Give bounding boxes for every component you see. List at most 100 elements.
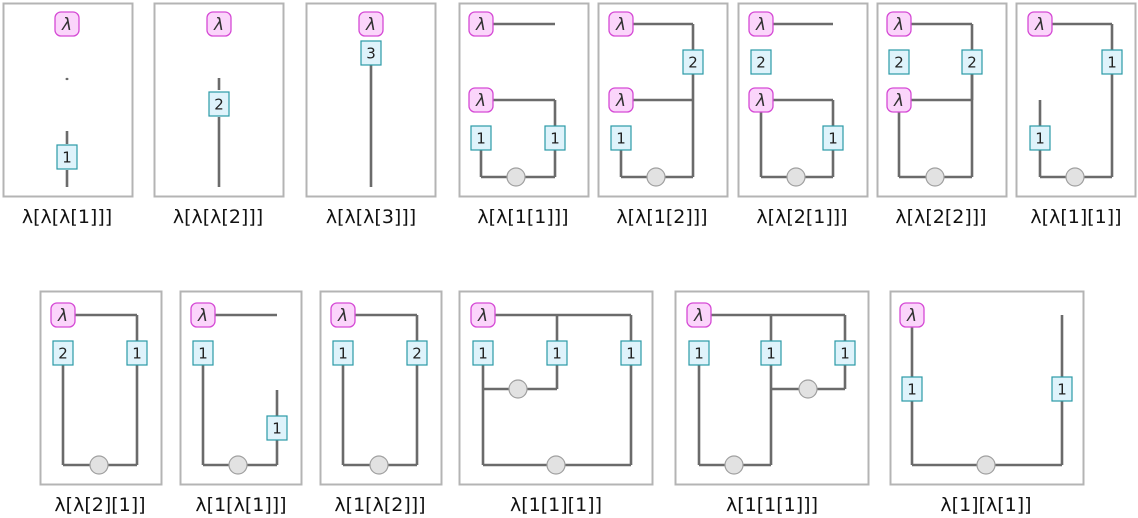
junction-node (925, 167, 945, 187)
panel-caption: λ[λ[λ[2]]] (173, 206, 263, 228)
lambda-symbol: λ (475, 91, 486, 111)
index-tag-box (760, 340, 782, 366)
diagram-panel: λ 2 λ[λ[λ[2]]] (153, 2, 285, 228)
index-tag-box (1029, 125, 1051, 151)
index-tag: 1 (760, 340, 782, 366)
junction-node (1065, 167, 1085, 187)
index-tag-label: 1 (626, 345, 636, 363)
panel-caption: λ[λ[1][1]] (1030, 206, 1121, 228)
index-tag: 1 (834, 340, 856, 366)
index-tag-label: 2 (894, 54, 904, 72)
lambda-tag: λ (899, 302, 925, 328)
index-tag-label: 1 (907, 381, 917, 399)
wire-dot (65, 77, 69, 81)
index-tag: 1 (1051, 376, 1073, 402)
panel-caption: λ[1[1][1]] (510, 494, 602, 516)
lambda-symbol: λ (365, 15, 376, 35)
lambda-tag: λ (468, 87, 494, 113)
lambda-symbol: λ (61, 15, 72, 35)
panel-caption: λ[1[λ[2]]] (334, 494, 425, 516)
lambda-symbol: λ (755, 15, 766, 35)
index-tag: 1 (544, 125, 566, 151)
lambda-symbol: λ (693, 306, 704, 326)
lambda-tag: λ (748, 87, 774, 113)
lambda-symbol: λ (893, 91, 904, 111)
index-tag-label: 1 (272, 420, 282, 438)
lambda-symbol: λ (213, 15, 224, 35)
junction-node (228, 455, 248, 475)
lambda-tag-box (748, 87, 774, 113)
lambda-symbol: λ (197, 306, 208, 326)
lambda-tag-box (54, 11, 80, 37)
lambda-tag-box (358, 11, 384, 37)
lambda-tag: λ (190, 302, 216, 328)
index-tag-box (332, 340, 354, 366)
index-tag: 2 (52, 340, 74, 366)
index-tag-label: 1 (1057, 381, 1067, 399)
index-tag-label: 1 (1107, 54, 1117, 72)
index-tag: 1 (822, 125, 844, 151)
junction-node (546, 455, 566, 475)
index-tag-box (961, 49, 983, 75)
index-tag: 1 (126, 340, 148, 366)
index-tag-box (688, 340, 710, 366)
panel-caption: λ[λ[2[1]]] (756, 206, 847, 228)
lambda-tag-box (50, 302, 76, 328)
index-tag-box (544, 125, 566, 151)
lambda-symbol: λ (477, 306, 488, 326)
index-tag: 2 (406, 340, 428, 366)
index-tag-box (192, 340, 214, 366)
junction-node (786, 167, 806, 187)
lambda-tag-box (886, 11, 912, 37)
lambda-tag-box (608, 87, 634, 113)
index-tag-label: 1 (550, 130, 560, 148)
index-tag-label: 1 (132, 345, 142, 363)
lambda-tag-box (468, 87, 494, 113)
index-tag-box (834, 340, 856, 366)
lambda-tag: λ (748, 11, 774, 37)
index-tag-label: 2 (214, 96, 224, 114)
index-tag-box (1101, 49, 1123, 75)
lambda-symbol: λ (906, 306, 917, 326)
index-tag-label: 2 (967, 54, 977, 72)
index-tag-label: 2 (756, 54, 766, 72)
index-tag-box (546, 340, 568, 366)
index-tag: 1 (620, 340, 642, 366)
lambda-tag-box (886, 87, 912, 113)
index-tag-label: 1 (616, 130, 626, 148)
index-tag: 2 (208, 91, 230, 117)
junction-node (369, 455, 389, 475)
index-tag-box (470, 125, 492, 151)
lambda-tag: λ (608, 87, 634, 113)
lambda-tag-box (686, 302, 712, 328)
lambda-tag: λ (470, 302, 496, 328)
index-tag-box (472, 340, 494, 366)
junction-node (976, 455, 996, 475)
junction-node (506, 167, 526, 187)
index-tag-box (750, 49, 772, 75)
index-tag-box (406, 340, 428, 366)
lambda-symbol: λ (475, 15, 486, 35)
lambda-tag: λ (54, 11, 80, 37)
index-tag: 3 (360, 40, 382, 66)
index-tag-label: 3 (366, 45, 376, 63)
junction-node (724, 455, 744, 475)
index-tag-label: 1 (476, 130, 486, 148)
index-tag-label: 1 (1035, 130, 1045, 148)
junction-node (646, 167, 666, 187)
lambda-symbol: λ (615, 91, 626, 111)
index-tag: 1 (472, 340, 494, 366)
index-tag-box (822, 125, 844, 151)
index-tag-label: 1 (338, 345, 348, 363)
junction-node (798, 379, 818, 399)
index-tag-box (620, 340, 642, 366)
lambda-symbol: λ (615, 15, 626, 35)
index-tag-label: 1 (198, 345, 208, 363)
index-tag-box (360, 40, 382, 66)
